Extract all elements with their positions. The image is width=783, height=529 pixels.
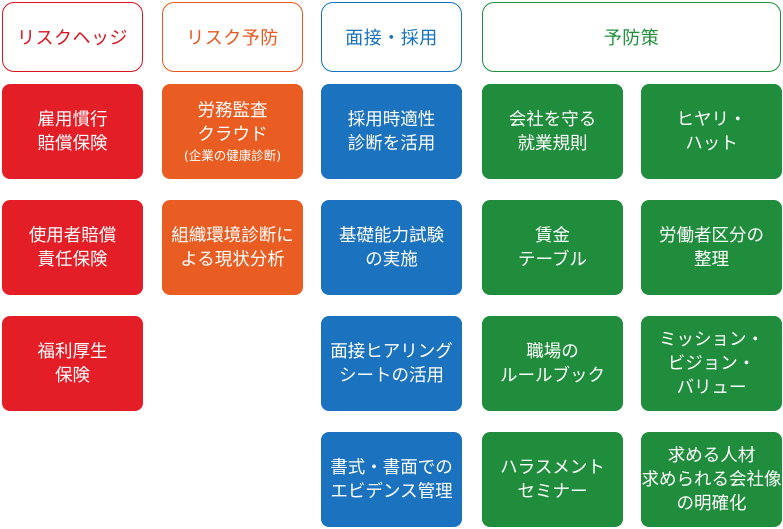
box-line: シートの活用 xyxy=(339,365,444,386)
box-line: 組織環境診断に xyxy=(171,225,294,246)
box-work-rules: 会社を守る 就業規則 xyxy=(482,84,623,179)
box-line: 保険 xyxy=(55,365,90,386)
box-line: ハラスメント xyxy=(500,457,605,478)
box-line: ミッション・ xyxy=(659,329,764,350)
box-evidence-management: 書式・書面での エビデンス管理 xyxy=(321,432,462,527)
header-risk-prevention: リスク予防 xyxy=(162,2,303,72)
box-line: 労務監査 xyxy=(197,100,268,121)
box-line: バリュー xyxy=(676,377,747,398)
header-interview-hiring: 面接・採用 xyxy=(321,2,462,72)
box-line: セミナー xyxy=(517,481,588,502)
header-prevention-measures: 予防策 xyxy=(482,2,781,72)
box-employment-practices-liability-insurance: 雇用慣行 賠償保険 xyxy=(2,84,143,179)
box-line: 賠償保険 xyxy=(37,133,108,154)
box-line: 診断を活用 xyxy=(347,133,436,154)
box-line: 就業規則 xyxy=(517,133,588,154)
box-line: ビジョン・ xyxy=(667,353,756,374)
box-labor-audit-cloud: 労務監査 クラウド (企業の健康診断) xyxy=(162,84,303,179)
box-line: ルールブック xyxy=(500,365,605,386)
box-worker-classification: 労働者区分の 整理 xyxy=(641,200,782,295)
box-line: 求める人材 xyxy=(667,445,756,466)
box-welfare-insurance: 福利厚生 保険 xyxy=(2,316,143,411)
header-risk-hedge: リスクヘッジ xyxy=(2,2,143,72)
box-workplace-rulebook: 職場の ルールブック xyxy=(482,316,623,411)
box-line: 採用時適性 xyxy=(347,109,436,130)
box-line: 整理 xyxy=(694,249,729,270)
box-mission-vision-value: ミッション・ ビジョン・ バリュー xyxy=(641,316,782,411)
box-line: 面接ヒアリング xyxy=(330,341,453,362)
box-line: 書式・書面での xyxy=(330,457,453,478)
box-organization-diagnosis: 組織環境診断に よる現状分析 xyxy=(162,200,303,295)
box-aptitude-test: 採用時適性 診断を活用 xyxy=(321,84,462,179)
box-wage-table: 賃金 テーブル xyxy=(482,200,623,295)
box-line: 会社を守る xyxy=(508,109,597,130)
box-employer-liability-insurance: 使用者賠償 責任保険 xyxy=(2,200,143,295)
box-line: 労働者区分の xyxy=(659,225,764,246)
box-basic-ability-test: 基礎能力試験 の実施 xyxy=(321,200,462,295)
box-line: 福利厚生 xyxy=(37,341,108,362)
box-line: 使用者賠償 xyxy=(28,225,117,246)
box-line: ハット xyxy=(685,133,738,154)
box-line: 基礎能力試験 xyxy=(339,225,444,246)
box-line: 賃金 xyxy=(535,225,570,246)
box-interview-sheet: 面接ヒアリング シートの活用 xyxy=(321,316,462,411)
box-line: 責任保険 xyxy=(37,249,108,270)
box-line: 雇用慣行 xyxy=(37,109,108,130)
box-harassment-seminar: ハラスメント セミナー xyxy=(482,432,623,527)
box-note: (企業の健康診断) xyxy=(183,147,282,163)
box-line: ヒヤリ・ xyxy=(676,109,747,130)
box-line: の明確化 xyxy=(676,493,747,514)
box-near-miss: ヒヤリ・ ハット xyxy=(641,84,782,179)
box-line: クラウド xyxy=(197,124,268,145)
box-line: テーブル xyxy=(518,249,587,270)
box-line: よる現状分析 xyxy=(180,249,285,270)
box-ideal-talent-and-company: 求める人材 求められる会社像 の明確化 xyxy=(641,432,782,527)
box-line: の実施 xyxy=(365,249,418,270)
box-line: 求められる会社像 xyxy=(641,469,782,490)
box-line: エビデンス管理 xyxy=(330,481,453,502)
box-line: 職場の xyxy=(526,341,579,362)
